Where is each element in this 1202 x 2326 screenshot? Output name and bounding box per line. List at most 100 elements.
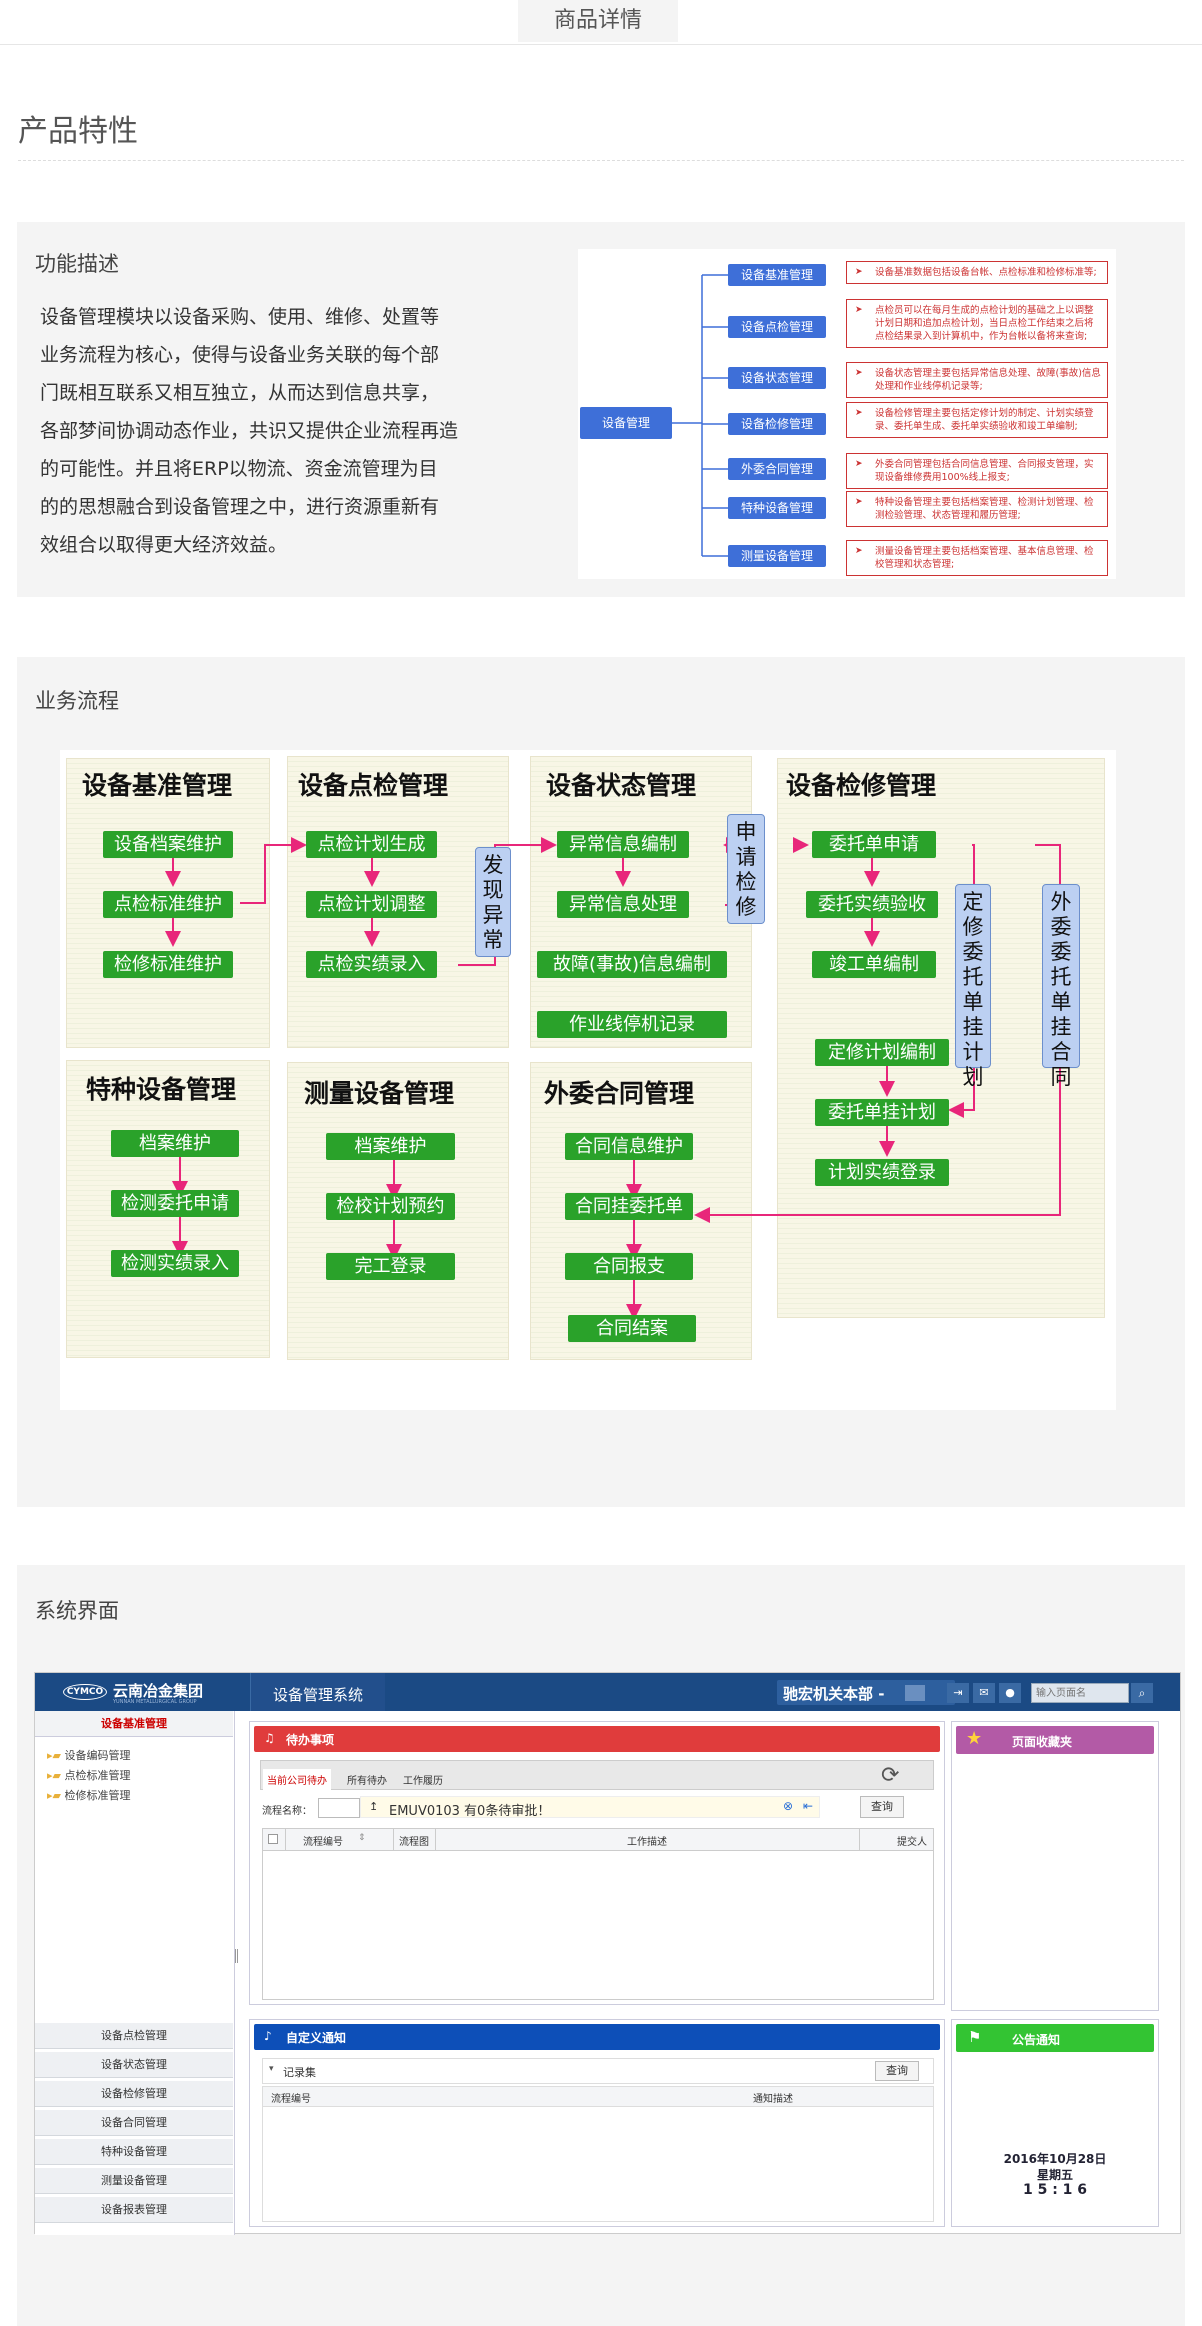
tree-item[interactable]: ▸▰ 检修标准管理: [47, 1787, 130, 1803]
select-all-checkbox[interactable]: [268, 1834, 278, 1844]
flow-step: 点检实绩录入: [306, 951, 437, 978]
v-apply-repair: 申请检修: [727, 814, 765, 924]
flow-step: 检校计划预约: [326, 1193, 455, 1220]
col-header[interactable]: 工作描述: [627, 1837, 667, 1848]
favorites-panel: ★ 页面收藏夹: [951, 1721, 1159, 2011]
todo-tabbar: 当前公司待办 所有待办 工作履历 ⟳: [260, 1760, 934, 1791]
detail-tab[interactable]: 商品详情: [518, 0, 678, 42]
flow-step: 检修标准维护: [103, 951, 233, 978]
sidebar-item[interactable]: 设备合同管理: [35, 2110, 233, 2136]
tab-all[interactable]: 所有待办: [347, 1776, 387, 1787]
tab-history[interactable]: 工作履历: [403, 1776, 443, 1787]
sidebar-header[interactable]: 设备基准管理: [35, 1711, 233, 1737]
system-name[interactable]: 设备管理系统: [272, 1686, 363, 1704]
tab-current[interactable]: 当前公司待办: [263, 1769, 331, 1791]
branch-desc: 外委合同管理包括合同信息管理、合同报支管理，实现设备维修费用100%线上报支;: [846, 453, 1108, 489]
sidebar-item[interactable]: 设备检修管理: [35, 2081, 233, 2107]
flow-step: 检测委托申请: [111, 1190, 239, 1217]
branch-jz: 设备基准管理: [728, 264, 826, 286]
custom-header: ♪ 自定义通知: [254, 2024, 940, 2050]
branch-zt: 设备状态管理: [728, 367, 826, 389]
org-select[interactable]: 驰宏机关本部 -: [783, 1685, 885, 1703]
panel-title: 设备状态管理: [546, 771, 697, 800]
product-title: 产品特性: [18, 114, 138, 149]
collapse-handle[interactable]: [235, 1949, 238, 1963]
flow-step: 委托实绩验收: [806, 891, 938, 918]
panel-title: 设备检修管理: [786, 771, 937, 800]
user-avatar: [905, 1685, 925, 1701]
tree-item[interactable]: ▸▰ 点检标准管理: [47, 1767, 130, 1783]
app-window: CYMCO 云南冶金集团 YUNNAN METALLURGICAL GROUP …: [34, 1672, 1181, 2235]
expand-icon[interactable]: ▾: [269, 2064, 274, 2074]
flow-step: 档案维护: [111, 1130, 239, 1157]
star-icon: ★: [966, 1728, 983, 1749]
sidebar-item[interactable]: 测量设备管理: [35, 2168, 233, 2194]
pin-icon[interactable]: ⇤: [803, 1799, 814, 1813]
logo-text: 云南冶金集团: [113, 1682, 204, 1700]
desc-line: 的的思想融合到设备管理之中，进行资源重新有: [40, 496, 440, 518]
col-header[interactable]: 流程图: [399, 1837, 429, 1848]
col-header[interactable]: 流程编号: [303, 1837, 343, 1848]
mindmap-connectors: [672, 274, 728, 557]
flow-step: 合同结案: [568, 1315, 696, 1342]
weekday-text: 星期五: [1036, 2168, 1073, 2182]
mindmap-root: 设备管理: [580, 407, 672, 439]
flow-name-input[interactable]: [318, 1798, 360, 1818]
process-title: 业务流程: [35, 689, 119, 713]
panel-title: 特种设备管理: [86, 1075, 237, 1104]
flag-icon: ⚑: [968, 2028, 982, 2046]
page-search-input[interactable]: [1031, 1683, 1129, 1703]
v-fixed-plan: 定修委托单挂计划: [955, 884, 991, 1089]
branch-dj: 设备点检管理: [728, 316, 826, 338]
logo-icon: CYMCO: [63, 1684, 107, 1700]
branch-desc: 测量设备管理主要包括档案管理、基本信息管理、检校管理和状态管理;: [846, 540, 1108, 576]
notice-text: EMUV0103 有0条待审批！: [389, 1804, 551, 1819]
alert-icon: ↥: [369, 1800, 379, 1813]
flow-step: 合同挂委托单: [565, 1193, 693, 1220]
sidebar-item[interactable]: 设备点检管理: [35, 2023, 233, 2049]
desc-line: 效组合以取得更大经济效益。: [40, 534, 288, 556]
desc-line: 业务流程为核心，使得与设备业务关联的每个部: [40, 344, 440, 366]
flow-step: 合同信息维护: [565, 1133, 693, 1160]
divider: [393, 1829, 394, 1851]
announcement-panel: ⚑ 公告通知 2016年10月28日 星期五 1 5 : 1 6: [951, 2019, 1159, 2227]
logo-subtext: YUNNAN METALLURGICAL GROUP: [113, 1699, 197, 1705]
table-header: 流程编号 通知描述: [263, 2087, 933, 2107]
flow-step: 异常信息编制: [557, 831, 689, 858]
mail-icon[interactable]: ✉: [973, 1683, 995, 1703]
refresh-icon[interactable]: ⟳: [881, 1763, 900, 1788]
col-header[interactable]: 提交人: [897, 1837, 927, 1848]
panel-title: 设备点检管理: [298, 771, 449, 800]
announcement-header: ⚑ 公告通知: [956, 2024, 1154, 2052]
todo-header: ♫ 待办事项: [254, 1726, 940, 1752]
branch-desc: 设备基准数据包括设备台帐、点检标准和检修标准等;: [846, 261, 1108, 284]
org-bar: [777, 1680, 955, 1705]
sort-icon[interactable]: ⇕: [358, 1833, 366, 1843]
branch-desc: 设备检修管理主要包括定修计划的制定、计划实绩登录、委托单生成、委托单实绩验收和竣…: [846, 402, 1108, 438]
divider: [435, 1829, 436, 1851]
sidebar-item[interactable]: 设备状态管理: [35, 2052, 233, 2078]
flow-step: 合同报支: [565, 1253, 693, 1280]
divider: [0, 44, 1202, 45]
logout-icon[interactable]: ⇥: [947, 1683, 969, 1703]
divider: [859, 1829, 860, 1851]
sidebar-item[interactable]: 特种设备管理: [35, 2139, 233, 2165]
close-icon[interactable]: ⊗: [783, 1799, 794, 1813]
branch-jx: 设备检修管理: [728, 413, 826, 435]
desc-line: 的可能性。并且将ERP以物流、资金流管理为目: [40, 458, 438, 480]
record-set-bar: ▾ 记录集 查询: [262, 2058, 934, 2084]
query-button[interactable]: 查询: [860, 1796, 904, 1818]
user-icon[interactable]: ●: [999, 1683, 1021, 1703]
flow-step: 委托单申请: [812, 831, 936, 858]
ui-title: 系统界面: [35, 1599, 119, 1623]
panel-title: 测量设备管理: [304, 1079, 455, 1108]
branch-ww: 外委合同管理: [728, 458, 826, 480]
app-topbar: CYMCO 云南冶金集团 YUNNAN METALLURGICAL GROUP …: [35, 1673, 1180, 1711]
folder-icon: ▸▰: [47, 1769, 65, 1782]
search-icon[interactable]: ⌕: [1131, 1683, 1153, 1703]
branch-desc: 特种设备管理主要包括档案管理、检测计划管理、检测检验管理、状态管理和履历管理;: [846, 491, 1108, 527]
sidebar-item[interactable]: 设备报表管理: [35, 2197, 233, 2223]
tree-item[interactable]: ▸▰ 设备编码管理: [47, 1747, 130, 1763]
query-button[interactable]: 查询: [875, 2061, 919, 2081]
col-header: 流程编号: [271, 2094, 311, 2105]
